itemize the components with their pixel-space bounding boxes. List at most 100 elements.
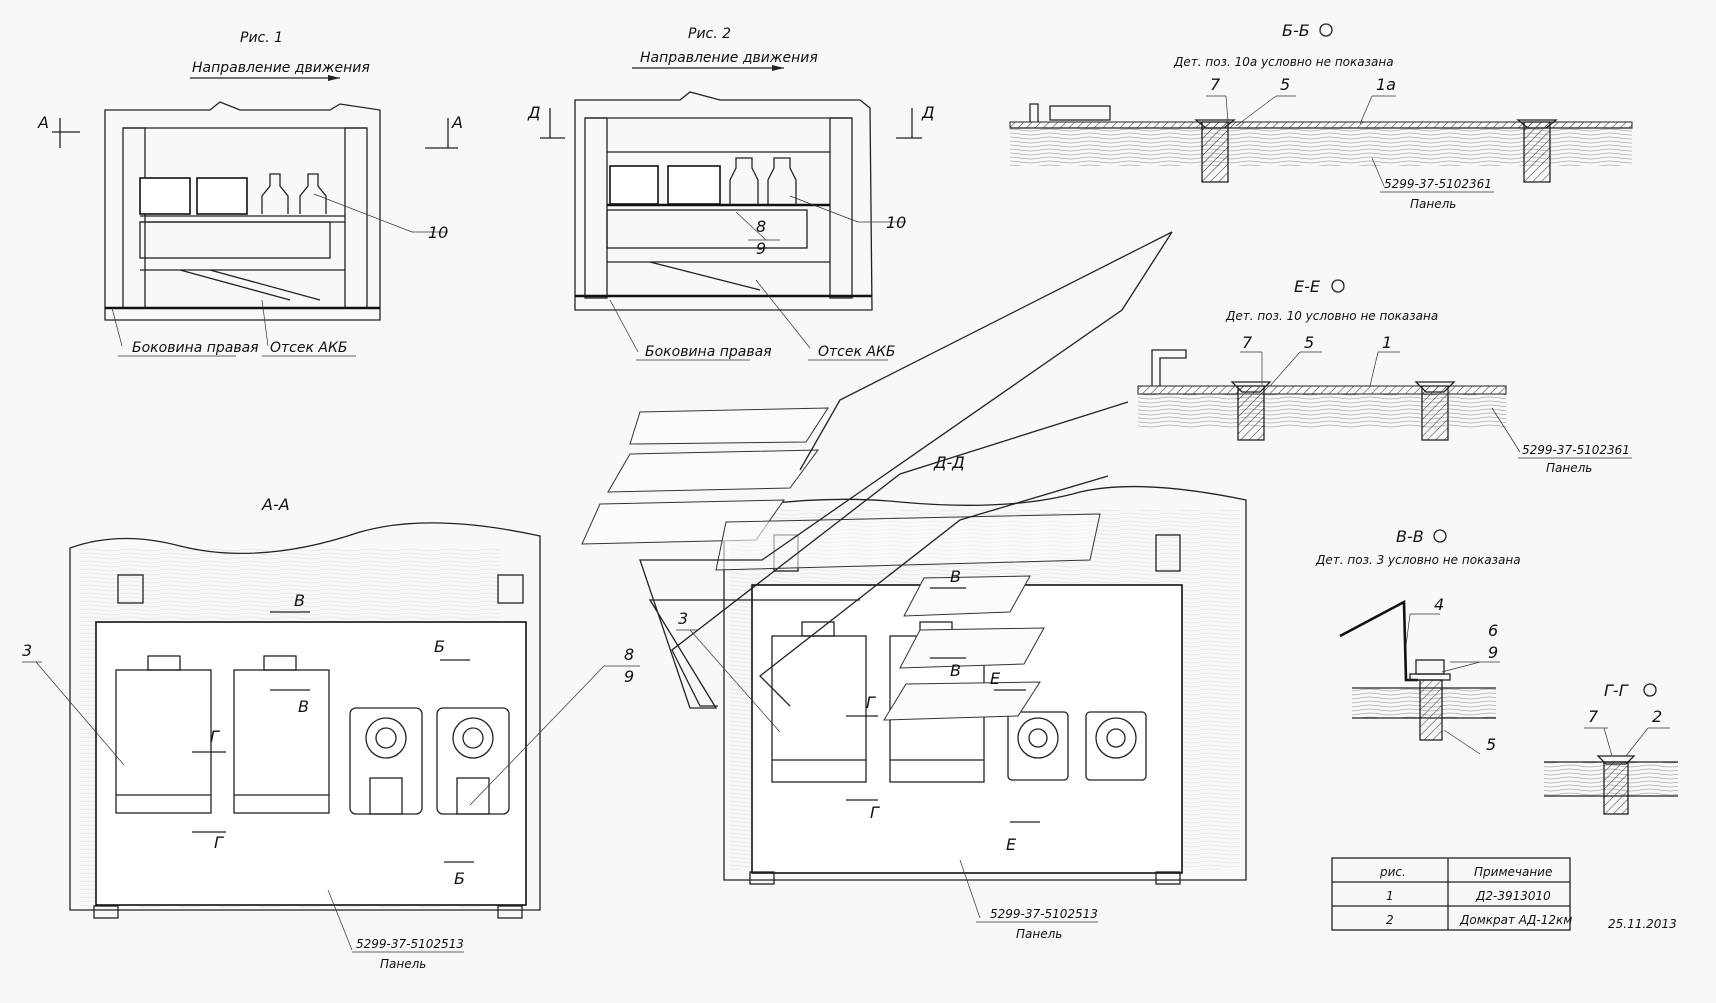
view-aa-cut-v-top: В — [294, 591, 305, 610]
rotated-view-icon — [1433, 529, 1447, 543]
fig2-akb-leader — [755, 279, 811, 349]
rivet-nut — [1194, 119, 1236, 183]
section-bb-title: Б-Б — [1282, 21, 1310, 40]
view-aa-callout-9: 9 — [624, 667, 634, 686]
section-plane — [629, 407, 829, 445]
panel-plate — [95, 621, 527, 906]
section-plane — [899, 627, 1045, 669]
fig2-callout-9: 9 — [756, 239, 766, 258]
section-bb-callout-7: 7 — [1210, 75, 1221, 94]
view-dd-part: 5299-37-5102513 — [990, 907, 1098, 921]
notes-table: рис. Примечание 1 Д2-3913010 2 Домкрат А… — [1331, 857, 1572, 931]
view-aa-part: 5299-37-5102513 — [356, 937, 464, 951]
section-ee-part-name: Панель — [1546, 461, 1592, 475]
jack-mount — [349, 707, 423, 815]
section-vv-note: Дет. поз. 3 условно не показана — [1315, 553, 1521, 567]
fig1-title: Рис. 1 — [240, 30, 283, 46]
fig2-side-label: Боковина правая — [645, 344, 772, 360]
section-ee-note: Дет. поз. 10 условно не показана — [1225, 309, 1438, 323]
fig2-callout-10-leader — [789, 195, 859, 223]
view-dd-frame — [723, 485, 1247, 881]
section-vv-callout-4: 4 — [1434, 595, 1444, 614]
fig2-callout-8: 8 — [756, 217, 766, 236]
section-bb-note: Дет. поз. 10а условно не показана — [1173, 55, 1394, 69]
table-header-fig: рис. — [1379, 865, 1406, 879]
view-dd-cut-g-top: Г — [866, 693, 876, 712]
section-vv-title: В-В — [1396, 527, 1424, 546]
section-ee-callout-1: 1 — [1382, 333, 1392, 352]
table-row-2-note: Домкрат АД-12км — [1459, 913, 1572, 927]
view-dd-cut-e-top: Е — [990, 669, 1001, 688]
fig2-callout-10: 10 — [886, 213, 906, 232]
fig2-direction-label: Направление движения — [640, 50, 818, 66]
table-header-note: Примечание — [1474, 865, 1552, 879]
fig1-akb-leader — [261, 299, 269, 347]
section-bb-callout-5: 5 — [1280, 75, 1290, 94]
panel-strip — [1009, 121, 1633, 129]
section-ee: Е-Е Дет. поз. 10 условно не показана 7 5… — [1137, 277, 1632, 475]
rivet-nut — [1603, 761, 1629, 815]
table-row-1-fig: 1 — [1386, 889, 1394, 903]
fig1-side-leader — [111, 307, 123, 347]
rivet-nut — [1414, 381, 1456, 441]
rivet-nut — [1419, 679, 1443, 741]
view-aa-frame — [69, 522, 541, 911]
jack-mount — [1007, 711, 1069, 781]
jack-mount — [1085, 711, 1147, 781]
drawing-date: 25.11.2013 — [1608, 917, 1677, 931]
fig2-section-mark-left: Д — [527, 103, 541, 122]
direction-arrow-icon — [328, 75, 340, 81]
view-dd: Д-Д 3 — [581, 231, 1247, 941]
view-dd-cut-v: В — [950, 661, 961, 680]
section-gg: Г-Г 7 2 — [1544, 681, 1678, 815]
view-dd-cut-v-top: В — [950, 567, 961, 586]
section-plane — [715, 513, 1101, 571]
rotated-view-icon — [1319, 23, 1333, 37]
jack-mount — [436, 707, 510, 815]
view-aa-cut-g-bottom: Г — [214, 833, 224, 852]
view-dd-cut-g-bottom: Г — [870, 803, 880, 822]
section-bb-part-name: Панель — [1410, 197, 1456, 211]
view-dd-callout-3: 3 — [678, 609, 688, 628]
panel-strip — [1137, 385, 1507, 395]
section-vv-callout-5: 5 — [1486, 735, 1496, 754]
rotated-view-icon — [1643, 683, 1657, 697]
figure-2: Рис. 2 Направление движения Д Д 10 — [527, 26, 935, 361]
fig2-compartment — [574, 91, 873, 311]
fig1-callout-10-leader — [313, 193, 413, 233]
section-gg-title: Г-Г — [1604, 681, 1629, 700]
fig1-direction-label: Направление движения — [192, 60, 370, 76]
section-vv-callout-9: 9 — [1488, 643, 1498, 662]
fig1-akb-label: Отсек АКБ — [270, 340, 348, 356]
section-ee-callout-5: 5 — [1304, 333, 1314, 352]
fig1-side-label: Боковина правая — [132, 340, 259, 356]
section-ee-part: 5299-37-5102361 — [1522, 443, 1630, 457]
view-aa-cut-b-bottom: Б — [454, 869, 465, 888]
section-ee-title: Е-Е — [1294, 277, 1321, 296]
fig1-compartment — [104, 101, 381, 321]
fig1-callout-10: 10 — [428, 223, 448, 242]
view-aa-cut-v: В — [298, 697, 309, 716]
section-bb: Б-Б Дет. поз. 10а условно не показана 7 … — [1009, 21, 1633, 211]
view-dd-title: Д-Д — [933, 453, 965, 472]
fig1-section-mark-right: А — [451, 113, 463, 132]
section-plane — [607, 449, 820, 493]
section-bb-callout-1a: 1а — [1376, 75, 1396, 94]
section-vv-callout-6: 6 — [1488, 621, 1498, 640]
view-aa-callout-3: 3 — [22, 641, 32, 660]
view-aa-cut-b-top: Б — [434, 637, 445, 656]
section-outline — [639, 231, 1173, 709]
rotated-view-icon — [1331, 279, 1345, 293]
section-bb-part: 5299-37-5102361 — [1384, 177, 1492, 191]
section-plane — [903, 575, 1031, 617]
view-aa: А-А 3 8 9 В — [22, 495, 640, 971]
section-plane — [883, 681, 1041, 721]
section-gg-callout-7: 7 — [1588, 707, 1599, 726]
view-dd-part-name: Панель — [1016, 927, 1062, 941]
table-frame — [1331, 857, 1571, 931]
rivet-nut — [1516, 119, 1558, 183]
rivet-nut — [1230, 381, 1272, 441]
view-aa-callout-8: 8 — [624, 645, 634, 664]
section-ee-callout-7: 7 — [1242, 333, 1253, 352]
